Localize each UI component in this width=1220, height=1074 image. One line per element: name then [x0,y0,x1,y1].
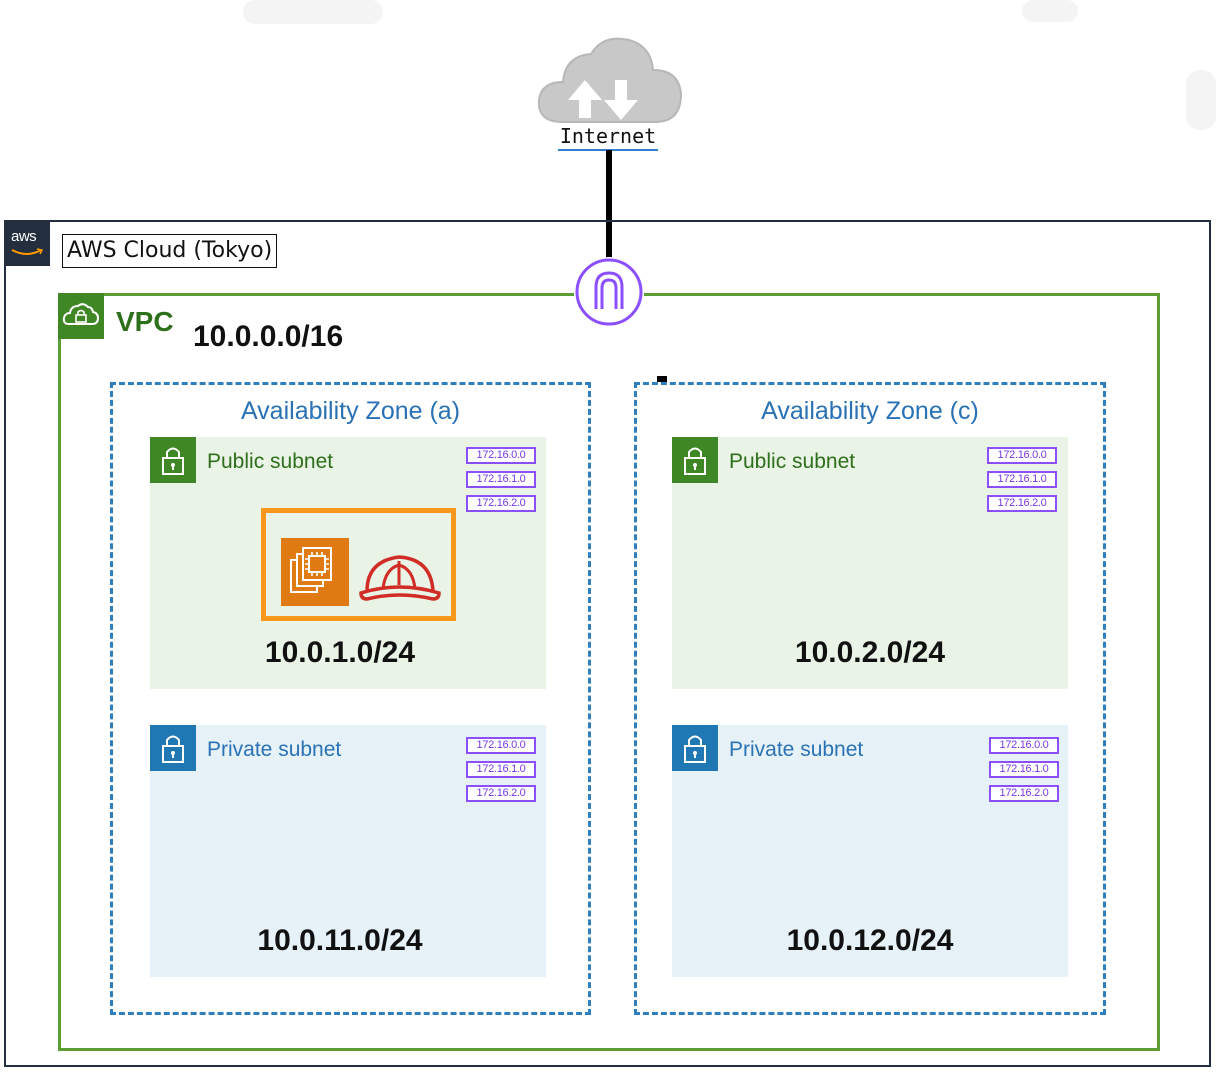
aws-logo-text: aws [11,228,37,245]
route-entry: 172.16.2.0 [466,785,536,802]
subnet-lock-icon [672,437,718,483]
route-table-icon: 172.16.0.0 172.16.1.0 172.16.2.0 [987,447,1057,512]
route-table-icon: 172.16.0.0 172.16.1.0 172.16.2.0 [989,737,1059,802]
route-table-icon: 172.16.0.0 172.16.1.0 172.16.2.0 [466,737,536,802]
public-subnet-a-cidr: 10.0.1.0/24 [264,636,416,669]
connection-marker [657,376,667,382]
subnet-lock-icon [672,725,718,771]
aws-cloud-group [4,220,1211,1067]
route-entry: 172.16.2.0 [987,495,1057,512]
subnet-lock-icon [150,725,196,771]
private-subnet-c-label: Private subnet [729,738,864,761]
route-entry: 172.16.0.0 [466,737,536,754]
vpc-cloud-lock-icon [58,293,104,339]
route-entry: 172.16.1.0 [466,471,536,488]
private-subnet-c-cidr: 10.0.12.0/24 [786,924,954,957]
route-entry: 172.16.0.0 [466,447,536,464]
public-subnet-c-label: Public subnet [729,450,856,473]
subnet-lock-icon [150,437,196,483]
internet-gateway-icon [574,257,644,327]
faint-background-shape [243,0,383,24]
private-subnet-a-cidr: 10.0.11.0/24 [257,924,423,957]
private-subnet-a-label: Private subnet [207,738,342,761]
aws-cloud-label: AWS Cloud (Tokyo) [62,234,278,268]
hard-hat-icon [357,547,441,605]
vpc-label: VPC [116,306,174,337]
faint-background-shape [1186,70,1216,130]
route-entry: 172.16.2.0 [989,785,1059,802]
route-entry: 172.16.0.0 [989,737,1059,754]
route-table-icon: 172.16.0.0 172.16.1.0 172.16.2.0 [466,447,536,512]
public-subnet-a-label: Public subnet [207,450,334,473]
route-entry: 172.16.1.0 [466,761,536,778]
availability-zone-a-label: Availability Zone (a) [240,397,461,425]
route-entry: 172.16.2.0 [466,495,536,512]
aws-logo-icon: aws [4,220,50,266]
availability-zone-c [634,382,1106,1015]
availability-zone-c-label: Availability Zone (c) [761,397,979,425]
internet-connector-line [606,150,612,262]
faint-background-shape [1022,0,1078,22]
route-entry: 172.16.0.0 [987,447,1057,464]
ec2-instance-group [261,508,456,621]
internet-cloud-icon [533,30,685,130]
ec2-instance-icon [281,538,349,606]
availability-zone-a [110,382,591,1015]
route-entry: 172.16.1.0 [989,761,1059,778]
internet-label: Internet [558,124,658,151]
route-entry: 172.16.1.0 [987,471,1057,488]
vpc-cidr: 10.0.0.0/16 [193,320,344,353]
public-subnet-c-cidr: 10.0.2.0/24 [794,636,946,669]
